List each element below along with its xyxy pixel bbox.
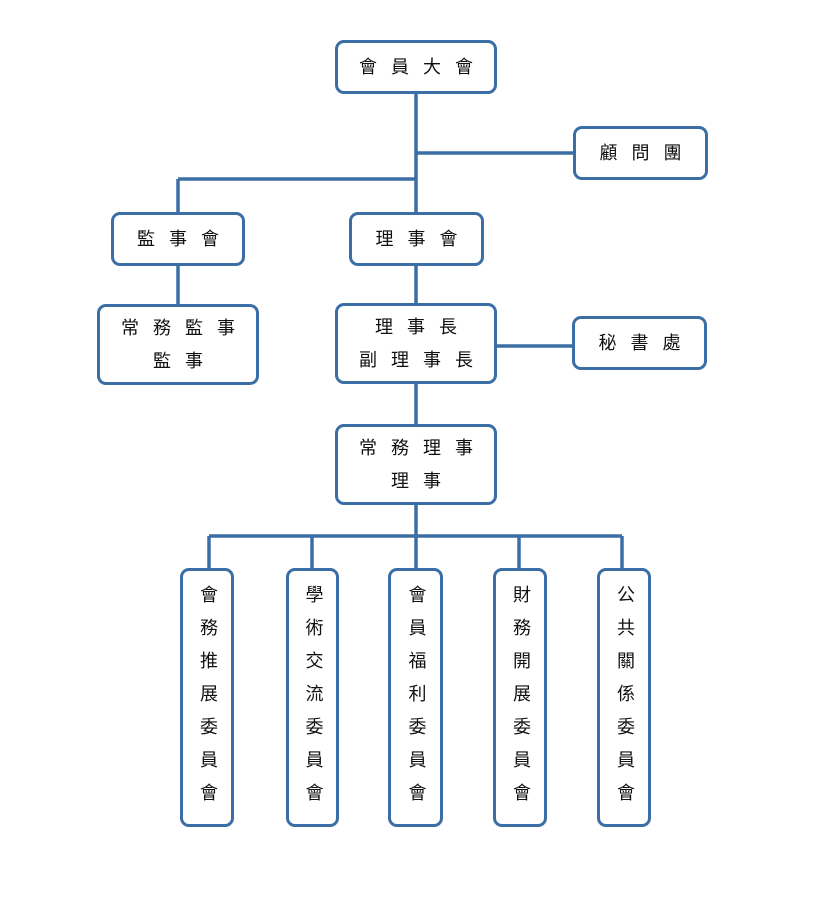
- committee-node: 學術交流委員會: [286, 568, 339, 827]
- advisory-group-node: 顧問團: [573, 126, 708, 180]
- node-label: 監事會: [137, 228, 233, 250]
- committee-node: 會務推展委員會: [180, 568, 234, 827]
- directors-node: 常務理事理事: [335, 424, 497, 505]
- node-label-line2: 監事: [153, 350, 217, 372]
- general-assembly-node: 會員大會: [335, 40, 497, 94]
- node-label: 顧問團: [599, 142, 696, 164]
- node-label-line1: 理事長: [375, 316, 471, 338]
- node-label-line1: 常務理事: [359, 437, 487, 459]
- board-of-directors-node: 理事會: [349, 212, 484, 266]
- committee-node: 財務開展委員會: [493, 568, 547, 827]
- committee-node: 公共關係委員會: [597, 568, 651, 827]
- committee-node: 會員福利委員會: [388, 568, 443, 827]
- node-label: 理事會: [375, 228, 472, 250]
- node-label-line2: 理事: [391, 470, 455, 492]
- node-label-line1: 常務監事: [121, 317, 249, 339]
- node-label: 會員大會: [359, 56, 487, 78]
- chairman-node: 理事長副理事長: [335, 303, 497, 384]
- node-label: 秘書處: [598, 332, 695, 354]
- supervisors-node: 常務監事監事: [97, 304, 259, 385]
- node-label-line2: 副理事長: [359, 349, 487, 371]
- board-of-supervisors-node: 監事會: [111, 212, 245, 266]
- secretariat-node: 秘書處: [572, 316, 707, 370]
